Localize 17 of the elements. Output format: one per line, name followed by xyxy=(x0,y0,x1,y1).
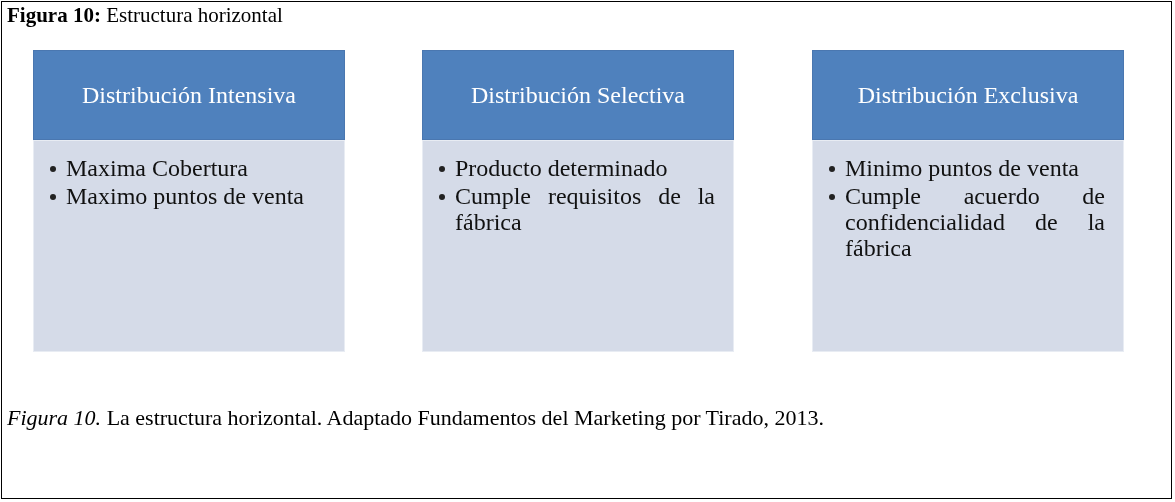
header-box xyxy=(422,50,734,140)
header-text: Distribución Intensiva xyxy=(82,81,296,109)
figure-title: Figura 10: Estructura horizontal xyxy=(7,3,283,28)
content-box xyxy=(422,140,734,352)
header-text: Distribución Selectiva xyxy=(471,81,685,109)
header-box xyxy=(33,50,345,140)
bullet-text: Cumple acuerdo de confidencialidad de la fábrica xyxy=(845,183,1105,261)
bullet-text: Cumple requisitos de la fábrica xyxy=(455,183,715,235)
figure-caption: Figura 10. La estructura horizontal. Adaptado Fundamentos del Marketing por Tirado, 2013. xyxy=(7,404,825,432)
header-box xyxy=(812,50,1124,140)
bullet-text: Maximo puntos de venta xyxy=(66,183,305,209)
header-text: Distribución Exclusiva xyxy=(857,81,1079,109)
content-box xyxy=(812,140,1124,352)
content-box xyxy=(33,140,345,352)
bullet-text: Maxima Cobertura xyxy=(66,155,249,181)
bullet-text: Producto determinado xyxy=(455,155,669,181)
bullet-text: Minimo puntos de venta xyxy=(845,155,1080,181)
